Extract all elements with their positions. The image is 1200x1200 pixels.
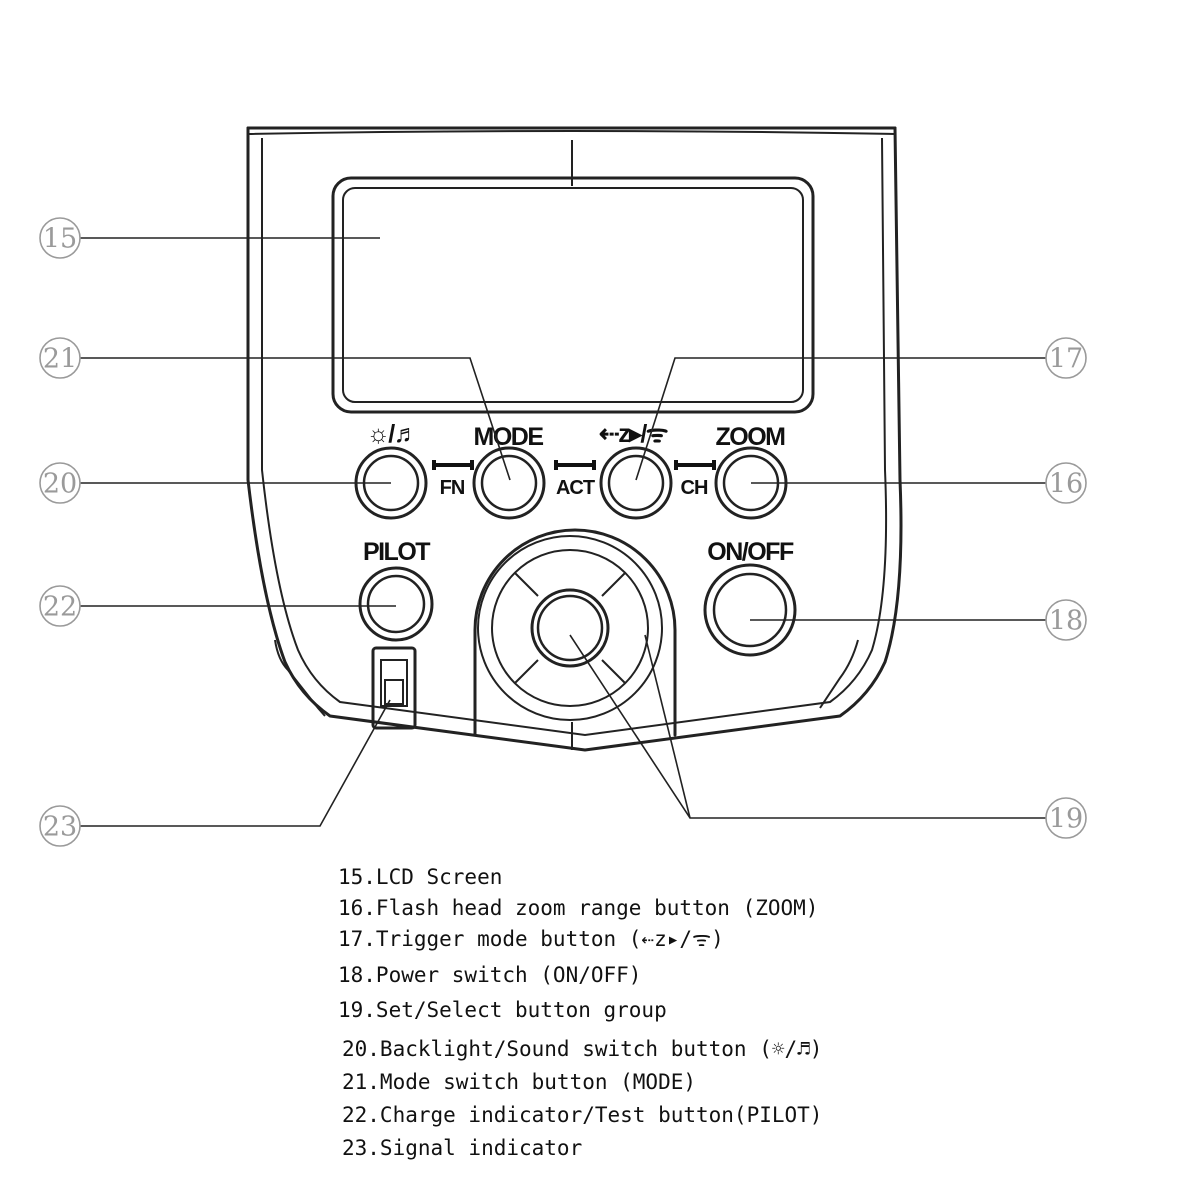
callout-20-text: 20 [43, 469, 77, 500]
legend-item: 19.Set/Select button group [338, 998, 667, 1022]
legend-item: 23.Signal indicator [342, 1136, 582, 1160]
legend-item: 18.Power switch (ON/OFF) [338, 963, 641, 987]
callout-19: 19 [1045, 797, 1087, 839]
callout-19-text: 19 [1049, 804, 1083, 835]
mode-label: MODE [474, 423, 544, 451]
zoom-label: ZOOM [716, 423, 786, 451]
act-label: ACT [556, 477, 595, 499]
callout-15-text: 15 [43, 224, 77, 255]
legend-item: 17.Trigger mode button (⇠z▸/ᯤ) [338, 927, 724, 951]
callout-15: 15 [39, 217, 81, 259]
callout-16: 16 [1045, 462, 1087, 504]
combo-bar-act [554, 460, 596, 470]
select-ring-outer [477, 535, 663, 721]
callout-22-text: 22 [43, 592, 77, 623]
lcd-screen [331, 176, 815, 414]
set-select-button-group [473, 528, 677, 737]
trigger-label: ⇠z▸/ᯤ [599, 420, 668, 448]
callout-18: 18 [1045, 599, 1087, 641]
device-body [246, 126, 903, 752]
signal-indicator [371, 646, 417, 730]
pilot-label: PILOT [363, 538, 430, 566]
leader-lines [80, 237, 1046, 827]
mode-button[interactable] [472, 446, 546, 520]
combo-bar-ch [674, 460, 716, 470]
callout-21: 21 [39, 337, 81, 379]
fn-label: FN [440, 477, 465, 499]
callout-17-text: 17 [1049, 344, 1083, 375]
callout-20: 20 [39, 462, 81, 504]
pilot-button[interactable] [358, 566, 434, 642]
callout-23: 23 [39, 805, 81, 847]
power-switch-button[interactable] [703, 563, 797, 657]
callout-17: 17 [1045, 337, 1087, 379]
backlight-sound-label: ☼/♬ [367, 420, 417, 448]
legend-item: 16.Flash head zoom range button (ZOOM) [338, 896, 818, 920]
callout-16-text: 16 [1049, 469, 1083, 500]
callout-23-text: 23 [43, 812, 77, 843]
callout-21-text: 21 [43, 344, 77, 375]
legend-item: 20.Backlight/Sound switch button (☼/♬) [342, 1037, 822, 1061]
select-ring-inner[interactable] [491, 549, 649, 707]
combo-bar-fn [432, 460, 474, 470]
legend: 15.LCD Screen 16.Flash head zoom range b… [338, 865, 822, 1160]
on-off-label: ON/OFF [707, 538, 794, 566]
ch-label: CH [681, 477, 708, 499]
trigger-mode-button[interactable] [599, 446, 673, 520]
callout-22: 22 [39, 585, 81, 627]
legend-item: 21.Mode switch button (MODE) [342, 1070, 696, 1094]
legend-item: 15.LCD Screen [338, 865, 502, 889]
legend-item: 22.Charge indicator/Test button(PILOT) [342, 1103, 822, 1127]
callout-18-text: 18 [1049, 606, 1083, 637]
